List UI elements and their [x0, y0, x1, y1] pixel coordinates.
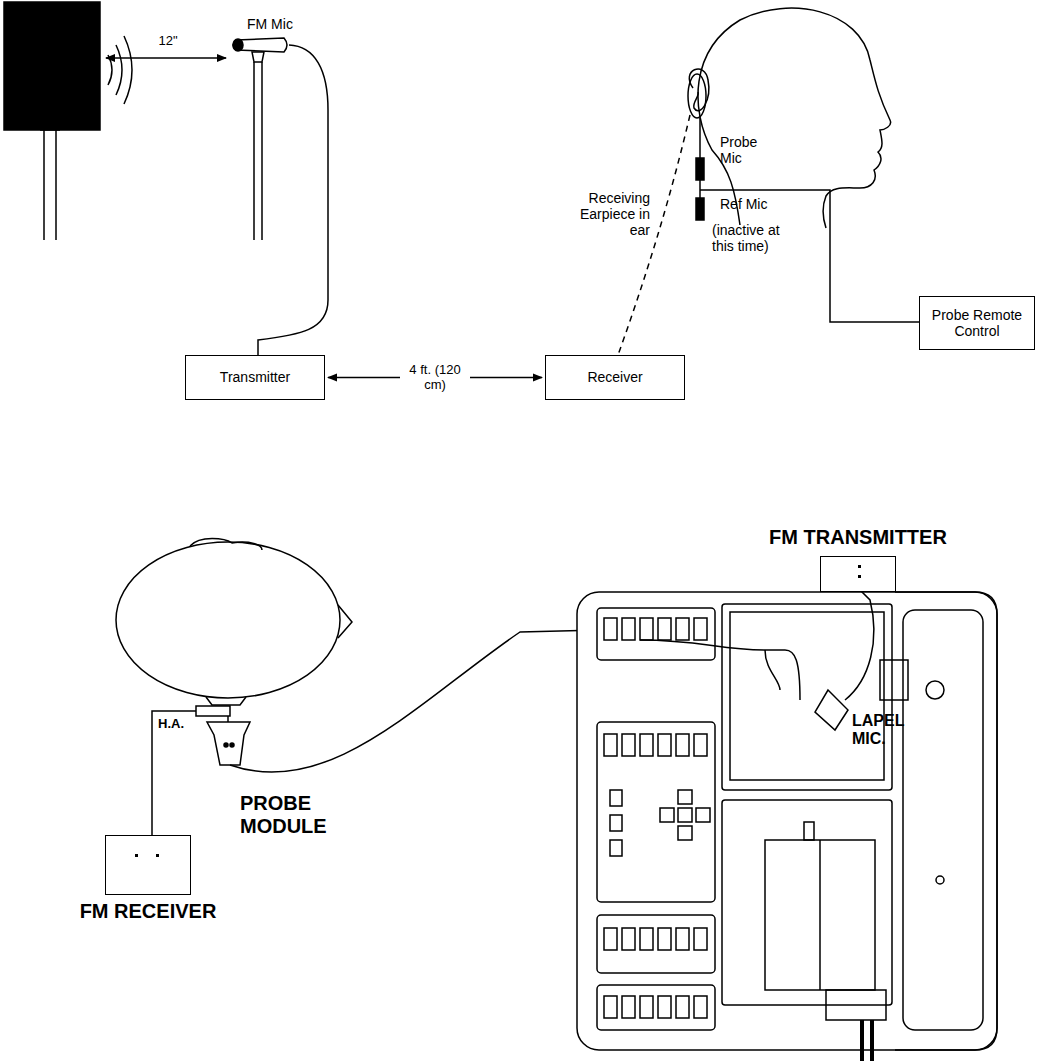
device-heading: FM RECEIVER [80, 900, 217, 923]
probe-label: Ref Mic [720, 196, 790, 212]
note-label: (inactive at this time) [712, 222, 800, 254]
box-text: Probe Remote Control [920, 307, 1034, 339]
device-button [622, 618, 635, 640]
box-text: Transmitter [220, 369, 290, 385]
device-button [604, 618, 617, 640]
device-heading: FM TRANSMITTER [769, 526, 947, 549]
device-button [694, 618, 707, 640]
box-text: Receiver [587, 369, 642, 385]
labeled-box: Receiver [545, 355, 685, 400]
device-button [604, 928, 617, 950]
device-button [640, 996, 653, 1018]
labeled-box: Transmitter [185, 355, 325, 400]
box-dots [858, 565, 861, 568]
box-dot [156, 854, 159, 857]
device-button [604, 996, 617, 1018]
device-button [604, 734, 617, 756]
part-label: H.A. [158, 717, 198, 732]
device-button [622, 734, 635, 756]
device-button [658, 996, 671, 1018]
part-label: PROBE MODULE [240, 792, 350, 838]
box-dot [135, 854, 138, 857]
device-button [658, 734, 671, 756]
device-button [658, 928, 671, 950]
device-button [694, 734, 707, 756]
device-button [658, 618, 671, 640]
device-button [640, 734, 653, 756]
device-box: FM TRANSMITTER [820, 556, 896, 592]
device-button [676, 928, 689, 950]
device-button [694, 996, 707, 1018]
mic-label: FM Mic [247, 16, 327, 32]
edge-label: 4 ft. (120 cm) [400, 363, 470, 393]
earpiece-label: Receiving Earpiece in ear [566, 190, 650, 238]
device-button [622, 928, 635, 950]
dimension-label: 12" [146, 34, 190, 49]
part-label: LAPEL MIC. [852, 712, 886, 749]
probe-label: Probe Mic [720, 134, 766, 166]
device-button [622, 996, 635, 1018]
device-button [640, 618, 653, 640]
device-button [676, 734, 689, 756]
device-button [676, 618, 689, 640]
device-button [694, 928, 707, 950]
device-button [676, 996, 689, 1018]
device-button [640, 928, 653, 950]
device-box: FM RECEIVER [105, 835, 191, 895]
labeled-box: Probe Remote Control [919, 296, 1035, 350]
